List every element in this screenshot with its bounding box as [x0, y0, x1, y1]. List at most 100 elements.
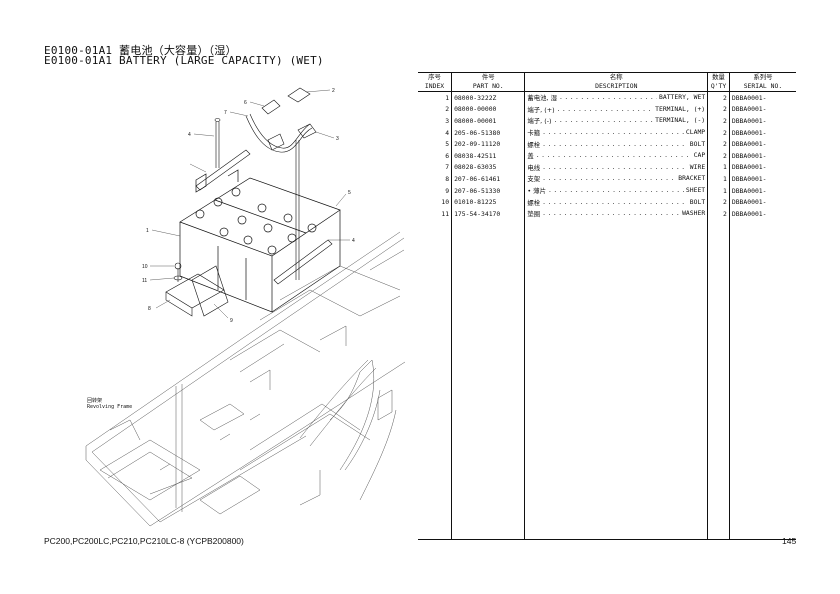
cell-part-no: 01010-81225 — [451, 196, 526, 208]
cell-description: 电线......................................… — [524, 161, 709, 174]
battery-drawing — [179, 169, 341, 313]
col-desc-en: DESCRIPTION — [524, 82, 709, 92]
cell-part-no: 205-06-51380 — [451, 126, 526, 139]
desc-en: WASHER — [682, 209, 706, 218]
cell-part-no: 207-06-61461 — [451, 173, 526, 185]
col-qty-zh: 数量 — [707, 72, 730, 82]
callout-10: 10 — [142, 264, 148, 270]
cell-qty: 2 — [707, 115, 730, 127]
callout-4a: 4 — [188, 132, 191, 138]
desc-zh: 端子, (-) — [527, 117, 552, 126]
cell-index: 1 — [418, 91, 453, 104]
desc-en: BOLT — [689, 197, 706, 206]
cell-description: 端子, (+).................................… — [524, 103, 709, 116]
cell-description: 螺栓......................................… — [524, 196, 709, 208]
cell-description: 卡箍......................................… — [524, 126, 709, 139]
cell-description: 垫圈......................................… — [524, 207, 709, 220]
desc-zh: 卡箍 — [527, 129, 541, 138]
cell-index: 8 — [418, 173, 453, 185]
callout-4b: 4 — [352, 238, 355, 244]
desc-en: BOLT — [689, 139, 706, 148]
cell-index: 5 — [418, 138, 453, 150]
cell-serial: DBBA0001- — [731, 186, 767, 195]
callout-11: 11 — [142, 278, 147, 284]
cell-qty: 2 — [707, 138, 730, 150]
desc-en: WIRE — [689, 162, 706, 171]
revolving-frame-label-zh: 回转架 — [87, 398, 103, 404]
cell-index: 3 — [418, 115, 453, 127]
cell-part-no: 08038-42511 — [451, 149, 526, 162]
desc-en: CLAMP — [685, 128, 706, 137]
cell-description: 螺栓......................................… — [524, 138, 709, 150]
col-qty-en: Q'TY — [707, 82, 730, 92]
cell-index: 7 — [418, 161, 453, 174]
cell-qty: 1 — [707, 173, 730, 185]
revolving-frame-label: 回转架 Revolving Frame — [87, 398, 132, 410]
desc-en: TERMINAL, (+) — [655, 104, 706, 113]
cell-serial: DBBA0001- — [731, 93, 767, 102]
cell-serial: DBBA0001- — [731, 209, 767, 218]
cell-qty: 2 — [707, 196, 730, 208]
cell-index: 9 — [418, 184, 453, 197]
cell-serial: DBBA0001- — [731, 140, 767, 149]
desc-en: TERMINAL, (-) — [655, 116, 706, 125]
cell-serial: DBBA0001- — [731, 105, 767, 114]
desc-zh: 端子, (+) — [527, 105, 555, 114]
callout-7: 7 — [224, 110, 227, 116]
cell-serial: DBBA0001- — [731, 151, 767, 160]
page-title-chinese: E0100-01A1 蓄电池（大容量）（湿） — [44, 44, 237, 57]
cell-index: 2 — [418, 103, 453, 116]
col-part-zh: 件号 — [451, 72, 526, 82]
cell-description: • 薄片....................................… — [524, 184, 709, 197]
footer-page-number: 145 — [782, 536, 797, 546]
cell-qty: 1 — [707, 184, 730, 197]
callout-3: 3 — [336, 136, 339, 142]
cell-part-no: 08000-00001 — [451, 115, 526, 127]
callout-5: 5 — [348, 190, 351, 196]
revolving-frame-drawing — [85, 231, 406, 527]
col-index-zh: 序号 — [418, 72, 453, 82]
callout-leader-lines — [149, 89, 350, 319]
cell-description: 支架......................................… — [524, 173, 709, 185]
cell-serial: DBBA0001- — [731, 198, 767, 207]
desc-zh: 垫圈 — [527, 210, 541, 219]
cell-qty: 2 — [707, 126, 730, 139]
desc-en: CAP — [693, 151, 706, 160]
cell-part-no: 08000-3222Z — [451, 91, 526, 104]
desc-en: BATTERY, WET — [659, 93, 706, 102]
desc-zh: 蓄电池, 湿 — [527, 94, 558, 103]
cell-serial: DBBA0001- — [731, 163, 767, 172]
parts-list-table: 序号 件号 名称 数量 系列号 INDEX PART NO. DESCRIPTI… — [418, 72, 796, 540]
callout-2: 2 — [332, 88, 335, 94]
desc-zh: 支架 — [527, 175, 541, 184]
col-desc-zh: 名称 — [524, 72, 709, 82]
cell-index: 4 — [418, 126, 453, 139]
table-empty-space — [418, 219, 796, 540]
callout-9: 9 — [230, 318, 233, 324]
cell-index: 11 — [418, 207, 453, 220]
cell-index: 10 — [418, 196, 453, 208]
cell-description: 端子, (-).................................… — [524, 115, 709, 127]
cell-qty: 2 — [707, 149, 730, 162]
cell-serial: DBBA0001- — [731, 174, 767, 183]
cell-index: 6 — [418, 149, 453, 162]
desc-zh: 螺栓 — [527, 140, 541, 149]
col-serial-zh: 系列号 — [729, 72, 796, 82]
cell-qty: 2 — [707, 103, 730, 116]
callout-1: 1 — [146, 228, 149, 234]
cell-qty: 1 — [707, 161, 730, 174]
desc-zh: • 薄片 — [527, 187, 546, 196]
cell-description: 盖.......................................… — [524, 149, 709, 162]
desc-en: SHEET — [685, 186, 706, 195]
desc-zh: 螺栓 — [527, 198, 541, 207]
page-title-english: E0100-01A1 BATTERY (LARGE CAPACITY) (WET… — [44, 54, 324, 67]
cell-part-no: 175-54-34170 — [451, 207, 526, 220]
